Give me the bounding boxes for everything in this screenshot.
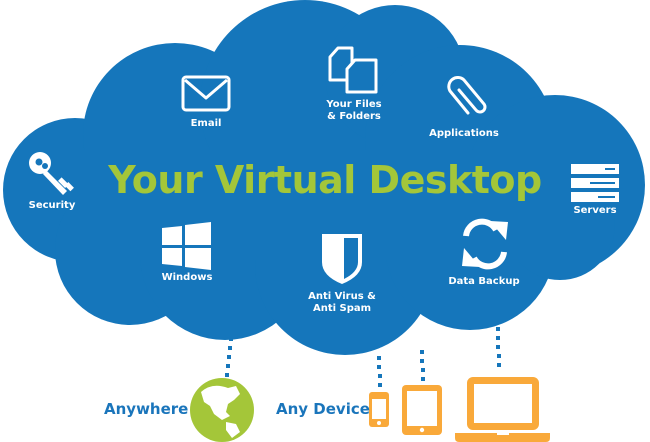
feature-label-applications: Applications xyxy=(429,128,499,139)
globe-icon xyxy=(190,378,254,442)
feature-label-antivirus-line2: Anti Spam xyxy=(312,303,372,314)
any-device-label: Any Device xyxy=(276,400,370,418)
feature-label-security: Security xyxy=(28,200,76,211)
feature-label-data-backup: Data Backup xyxy=(448,276,520,287)
sync-arrowheads xyxy=(462,221,508,267)
feature-label-antivirus-line1: Anti Virus & xyxy=(308,291,376,302)
anywhere-label: Anywhere xyxy=(104,400,189,418)
page-title: Your Virtual Desktop xyxy=(108,158,542,202)
windows-logo-icon xyxy=(162,222,211,270)
feature-label-files-line1: Your Files xyxy=(326,99,382,110)
feature-label-servers: Servers xyxy=(573,205,617,216)
shield-icon xyxy=(322,234,362,284)
envelope-icon xyxy=(181,75,231,112)
laptop-icon xyxy=(455,377,550,442)
sync-arrows-icon xyxy=(463,218,507,270)
connectors xyxy=(225,318,501,387)
tablet-icon xyxy=(402,385,442,435)
key-icon xyxy=(29,152,74,195)
feature-label-files-line2: & Folders xyxy=(327,111,381,122)
server-stack-icon xyxy=(571,164,619,202)
documents-icon xyxy=(328,46,378,94)
smartphone-icon xyxy=(369,392,389,427)
paperclip-icon xyxy=(447,76,487,115)
feature-label-email: Email xyxy=(190,118,222,129)
feature-label-windows: Windows xyxy=(161,272,213,283)
